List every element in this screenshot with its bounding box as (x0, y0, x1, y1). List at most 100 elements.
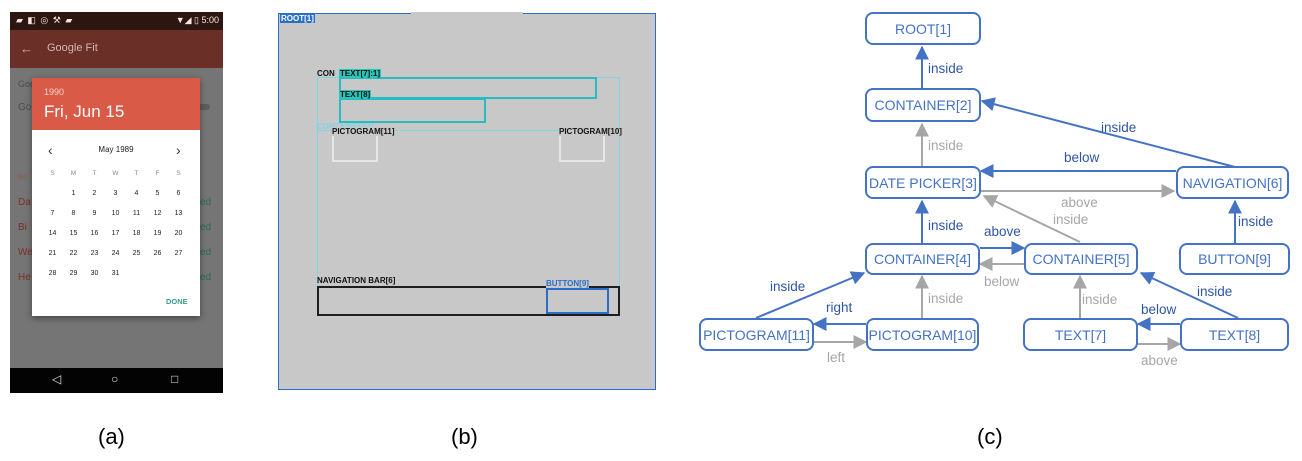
row-label: Go (18, 102, 32, 113)
pictogram10-label: PICTOGRAM[10] (559, 127, 622, 136)
calendar-day[interactable]: 19 (153, 230, 162, 237)
calendar-day[interactable]: 22 (69, 250, 78, 257)
calendar-grid: S M T W T F S 1 2 3 4 5 6 7 8 9 10 11 12… (42, 170, 190, 300)
calendar-day[interactable]: 28 (48, 270, 57, 277)
text8-box (339, 98, 486, 123)
edge-label: inside (1082, 292, 1118, 307)
navigation-bar-box (317, 286, 620, 316)
calendar-day[interactable]: 11 (132, 210, 141, 217)
row-value: ed (200, 272, 212, 283)
row-label: We (18, 247, 33, 258)
year-label[interactable]: 1990 (44, 87, 65, 97)
calendar-day[interactable]: 13 (174, 210, 183, 217)
row-value: ed (200, 247, 212, 258)
calendar-day[interactable]: 21 (48, 250, 57, 257)
section-heading: Bo (18, 174, 27, 181)
calendar-day[interactable]: 5 (155, 190, 160, 197)
edge-label: below (984, 274, 1020, 289)
calendar-day[interactable]: 6 (176, 190, 181, 197)
caption-c: (c) (977, 424, 1003, 449)
row-label: Da (18, 197, 31, 208)
calendar-day[interactable]: 18 (132, 230, 141, 237)
calendar-day[interactable]: 7 (50, 210, 55, 217)
row-label: Bi (18, 222, 27, 233)
calendar-day[interactable]: 3 (113, 190, 118, 197)
calendar-day[interactable]: 8 (71, 210, 76, 217)
calendar-day[interactable]: 30 (90, 270, 99, 277)
calendar-day[interactable]: 12 (153, 210, 162, 217)
calendar-day[interactable]: 29 (69, 270, 78, 277)
edge-label: below (1064, 150, 1100, 165)
weekday-label: S (176, 170, 181, 177)
text8-label: TEXT[8] (339, 90, 372, 99)
status-bar: ▰ ◧ ◎ ⚒ ▰ ▼◢ ▯ 5:00 (10, 12, 223, 30)
calendar-day[interactable]: 27 (174, 250, 183, 257)
edge-label: inside (928, 61, 964, 76)
edge-label: inside (1053, 212, 1089, 227)
calendar-day[interactable]: 17 (111, 230, 120, 237)
edge-label: inside (1197, 284, 1233, 299)
button9-box (546, 288, 609, 314)
calendar-day[interactable]: 14 (48, 230, 57, 237)
weekday-label: T (134, 170, 139, 177)
nav-back-icon[interactable]: ◁ (52, 372, 62, 386)
status-right: ▼◢ ▯ 5:00 (175, 15, 219, 25)
weekday-label: M (70, 170, 77, 177)
node-root: ROOT[1] (865, 12, 981, 45)
node-container2: CONTAINER[2] (865, 88, 981, 122)
calendar-day[interactable]: 1 (71, 190, 76, 197)
calendar-day[interactable]: 24 (111, 250, 120, 257)
edge-label: inside (1101, 120, 1137, 135)
previous-month-icon[interactable]: ‹ (48, 142, 53, 158)
edge-label: above (984, 224, 1021, 239)
edge-label: inside (928, 218, 964, 233)
text7-label: TEXT[7]:1] (339, 69, 381, 78)
calendar-day[interactable]: 23 (90, 250, 99, 257)
edge-label: below (1141, 302, 1177, 317)
done-button[interactable]: DONE (166, 297, 188, 306)
edge-label: right (826, 300, 853, 315)
node-pictogram10: PICTOGRAM[10] (866, 318, 979, 351)
status-icons: ▰ ◧ ◎ ⚒ ▰ (16, 15, 74, 25)
weekday-label: F (155, 170, 160, 177)
pictogram11-label: PICTOGRAM[11] (332, 127, 395, 136)
calendar-day[interactable]: 25 (132, 250, 141, 257)
weekday-label: T (92, 170, 97, 177)
edge-label: above (1061, 195, 1098, 210)
edge-label: above (1141, 353, 1178, 368)
root-label: ROOT[1] (280, 14, 315, 23)
button9-label: BUTTON[9] (546, 279, 589, 288)
calendar-day[interactable]: 10 (111, 210, 120, 217)
calendar-day[interactable]: 16 (90, 230, 99, 237)
edge-label: inside (928, 138, 964, 153)
wireframe-panel: ROOT[1] CON TEXT[7]:1] TEXT[8] CONTAINER… (278, 12, 656, 390)
weekday-label: S (50, 170, 55, 177)
row-value: ed (200, 197, 212, 208)
calendar-day[interactable]: 20 (174, 230, 183, 237)
edge-label: inside (770, 279, 806, 294)
selected-date[interactable]: Fri, Jun 15 (44, 102, 125, 121)
calendar-day[interactable]: 31 (111, 270, 120, 277)
calendar-day[interactable]: 26 (153, 250, 162, 257)
date-picker-dialog: 1990 Fri, Jun 15 ‹ May 1989 › S M T W T … (32, 78, 200, 316)
node-button9: BUTTON[9] (1179, 243, 1290, 275)
node-container4: CONTAINER[4] (865, 243, 980, 275)
next-month-icon[interactable]: › (176, 142, 181, 158)
calendar-day[interactable]: 15 (69, 230, 78, 237)
calendar-day[interactable]: 9 (92, 210, 97, 217)
edge-pictogram11-container4 (755, 271, 866, 319)
row-label: He (18, 272, 31, 283)
edge-label: left (827, 350, 846, 365)
container4-label: CONTAINER[4] (317, 122, 374, 131)
node-datepicker3: DATE PICKER[3] (865, 166, 981, 199)
node-container5: CONTAINER[5] (1024, 243, 1138, 275)
calendar-day[interactable]: 4 (134, 190, 139, 197)
toggle-switch[interactable] (196, 104, 210, 110)
node-text7: TEXT[7] (1023, 318, 1138, 351)
edge-text8-container5 (1139, 271, 1239, 319)
container-label: CON (317, 69, 335, 78)
nav-recent-icon[interactable]: □ (171, 372, 179, 386)
back-arrow-icon[interactable]: ← (20, 41, 33, 56)
nav-home-icon[interactable]: ○ (111, 372, 119, 386)
calendar-day[interactable]: 2 (92, 190, 97, 197)
